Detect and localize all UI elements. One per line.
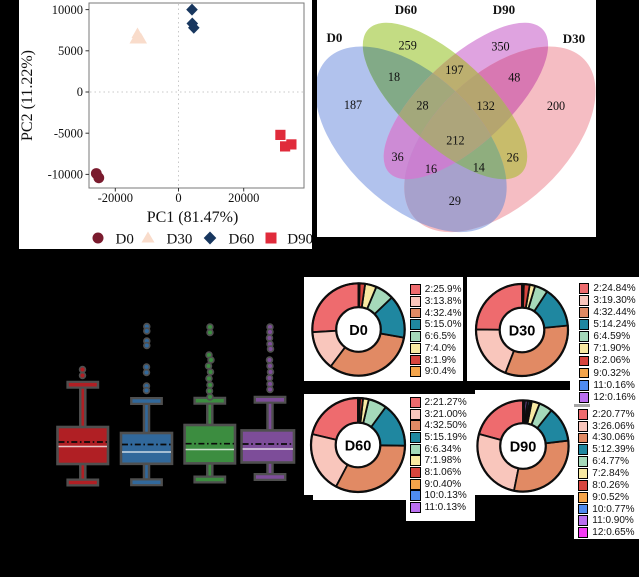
svg-text:259: 259 [399,39,417,53]
svg-text:0: 0 [175,191,181,205]
svg-text:20000: 20000 [228,191,259,205]
svg-text:200: 200 [547,99,565,113]
svg-text:D60: D60 [395,2,417,17]
svg-text:D0: D0 [349,323,368,339]
svg-text:D0: D0 [116,232,134,248]
svg-text:187: 187 [344,98,362,112]
svg-text:29: 29 [449,194,461,208]
svg-text:132: 132 [477,99,495,113]
svg-text:-5000: -5000 [54,126,83,140]
svg-text:26: 26 [507,151,519,165]
svg-text:D30: D30 [563,31,585,46]
svg-text:36: 36 [392,150,404,164]
svg-text:D60: D60 [345,438,372,454]
svg-text:D0: D0 [327,30,343,45]
svg-text:212: 212 [446,134,464,148]
svg-text:D60: D60 [229,232,255,248]
svg-text:10000: 10000 [52,3,83,17]
svg-text:D90: D90 [287,232,312,248]
svg-text:14: 14 [473,161,485,175]
svg-text:28: 28 [416,99,428,113]
svg-text:48: 48 [508,71,520,85]
svg-text:350: 350 [491,40,509,54]
svg-text:D30: D30 [167,232,193,248]
svg-text:PC2 (11.22%): PC2 (11.22%) [19,50,36,141]
svg-text:D90: D90 [493,2,515,17]
svg-text:16: 16 [425,162,437,176]
svg-text:PC1 (81.47%): PC1 (81.47%) [147,209,239,226]
svg-text:18: 18 [388,70,400,84]
svg-text:-10000: -10000 [48,168,83,182]
svg-text:0: 0 [77,85,83,99]
svg-text:5000: 5000 [58,44,83,58]
svg-text:197: 197 [445,63,463,77]
svg-text:D90: D90 [510,439,537,455]
svg-text:-20000: -20000 [98,191,133,205]
svg-text:D30: D30 [509,323,536,339]
